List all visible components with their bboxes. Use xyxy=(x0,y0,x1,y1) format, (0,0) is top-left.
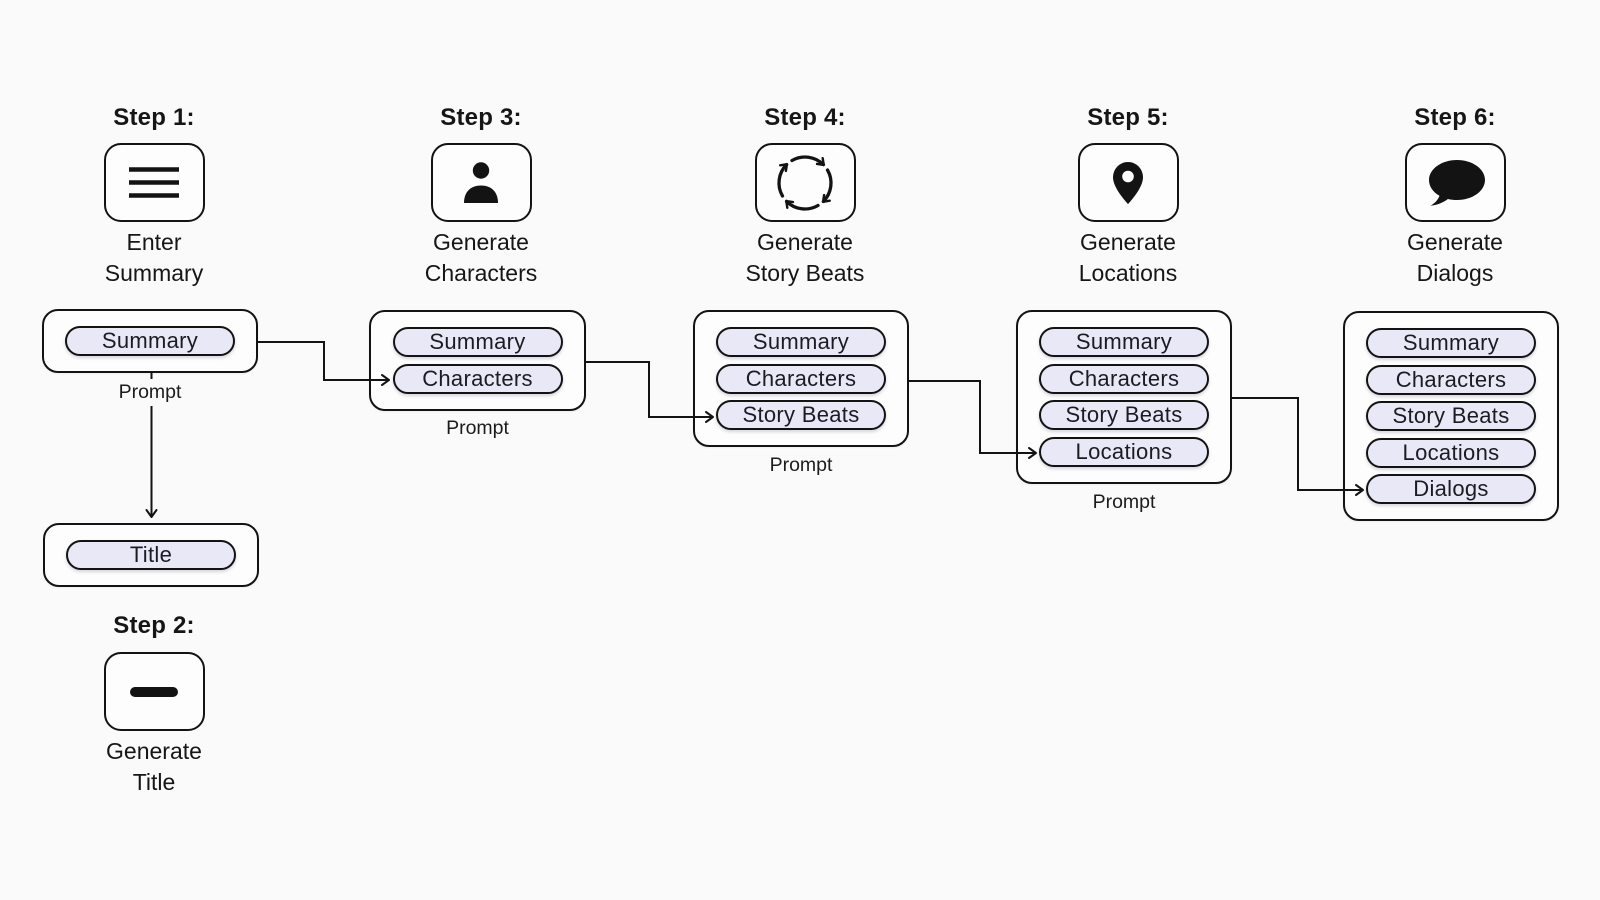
step-4-icon-box xyxy=(754,143,856,222)
pill-story-beats: Story Beats xyxy=(1366,401,1536,431)
pill-title: Title xyxy=(66,540,236,570)
prompt-label-step1: Prompt xyxy=(118,381,182,403)
story-beats-box: Summary Characters Story Beats xyxy=(693,310,909,447)
step-5-header: Step 5: xyxy=(1087,104,1169,131)
step-1-header: Step 1: xyxy=(113,104,195,131)
pill-dialogs: Dialogs xyxy=(1366,474,1536,504)
step-2-icon-box xyxy=(103,652,205,731)
step-5-label: Generate Locations xyxy=(1078,229,1178,286)
characters-box: Summary Characters xyxy=(369,310,586,411)
hamburger-icon xyxy=(129,167,179,198)
dash-icon xyxy=(130,686,178,697)
pill-locations: Locations xyxy=(1039,436,1209,467)
pill-summary: Summary xyxy=(1366,328,1536,358)
step-2-header: Step 2: xyxy=(113,612,195,639)
step-3-icon-box xyxy=(430,143,532,222)
cycle-icon xyxy=(777,154,833,211)
pill-summary: Summary xyxy=(1039,327,1209,357)
summary-box: Summary xyxy=(42,309,258,373)
step-2-label: Generate Title xyxy=(106,738,202,795)
title-box: Title xyxy=(43,523,259,587)
pill-locations: Locations xyxy=(1366,437,1536,468)
step-4-label: Generate Story Beats xyxy=(745,229,865,286)
step-6-header: Step 6: xyxy=(1414,104,1496,131)
person-icon xyxy=(464,162,498,203)
prompt-label-step5: Prompt xyxy=(1092,491,1156,513)
pill-summary: Summary xyxy=(716,327,886,357)
pill-summary: Summary xyxy=(392,327,563,357)
prompt-label-step4: Prompt xyxy=(769,454,833,476)
step-3-label: Generate Characters xyxy=(424,229,538,286)
step-6-label: Generate Dialogs xyxy=(1407,229,1503,286)
locations-box: Summary Characters Story Beats Locations xyxy=(1016,310,1232,484)
step-5-icon-box xyxy=(1077,143,1179,222)
step-1-label: Enter Summary xyxy=(104,229,204,286)
pill-story-beats: Story Beats xyxy=(716,400,886,430)
pill-characters: Characters xyxy=(1039,363,1209,394)
pill-summary: Summary xyxy=(65,326,235,356)
location-pin-icon xyxy=(1113,161,1143,204)
speech-bubble-icon xyxy=(1429,159,1485,206)
step-1-icon-box xyxy=(103,143,205,222)
step-3-header: Step 3: xyxy=(440,104,522,131)
pill-characters: Characters xyxy=(392,363,563,394)
step-4-header: Step 4: xyxy=(764,104,846,131)
pill-characters: Characters xyxy=(716,363,886,394)
prompt-label-step3: Prompt xyxy=(446,417,509,439)
step-6-icon-box xyxy=(1404,143,1506,222)
dialogs-box: Summary Characters Story Beats Locations… xyxy=(1343,311,1559,521)
pill-story-beats: Story Beats xyxy=(1039,400,1209,430)
pill-characters: Characters xyxy=(1366,364,1536,395)
